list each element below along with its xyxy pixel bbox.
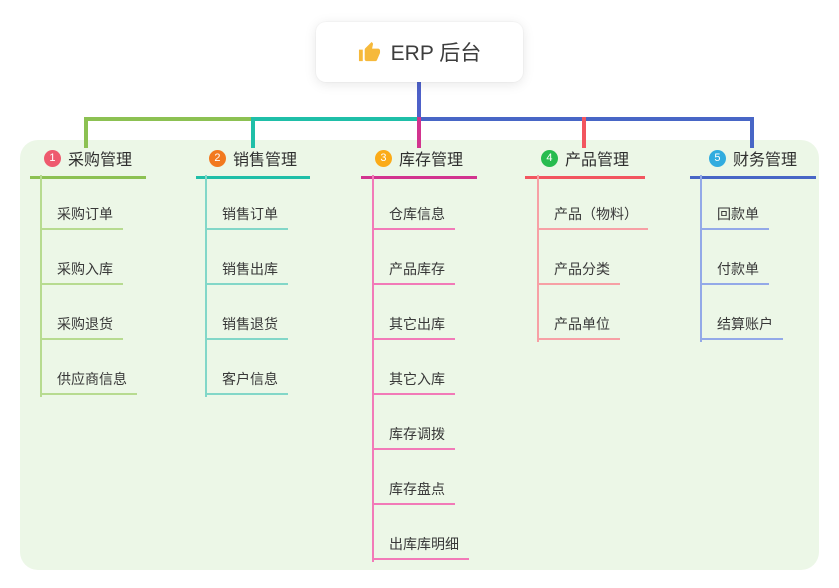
branch-node-purchase[interactable]: 1 采购管理	[30, 146, 146, 179]
branch-label: 产品管理	[564, 152, 629, 169]
child-connector-line	[700, 175, 702, 342]
branch-node-sales[interactable]: 2 销售管理	[196, 146, 310, 179]
branch-label: 库存管理	[398, 152, 463, 169]
child-node[interactable]: 产品单位	[537, 314, 620, 340]
child-node[interactable]: 客户信息	[205, 369, 288, 395]
branch-number-badge: 3	[374, 149, 392, 167]
branch-number-badge: 1	[43, 149, 61, 167]
child-node[interactable]: 结算账户	[700, 314, 783, 340]
child-node[interactable]: 库存调拨	[372, 424, 455, 450]
branch-node-finance[interactable]: 5 财务管理	[690, 146, 816, 179]
child-node[interactable]: 采购退货	[40, 314, 123, 340]
child-connector-line	[537, 175, 539, 342]
root-node[interactable]: ERP 后台	[316, 22, 523, 82]
child-node[interactable]: 产品分类	[537, 259, 620, 285]
child-node[interactable]: 其它出库	[372, 314, 455, 340]
child-node[interactable]: 仓库信息	[372, 204, 455, 230]
branch-label: 销售管理	[232, 152, 297, 169]
child-connector-line	[372, 175, 374, 562]
child-node[interactable]: 采购入库	[40, 259, 123, 285]
child-node[interactable]: 付款单	[700, 259, 769, 285]
branch-label: 财务管理	[732, 152, 797, 169]
branch-number-badge: 5	[708, 149, 726, 167]
child-node[interactable]: 其它入库	[372, 369, 455, 395]
branch-node-product[interactable]: 4 产品管理	[525, 146, 645, 179]
child-node[interactable]: 销售订单	[205, 204, 288, 230]
child-connector-line	[40, 175, 42, 397]
root-title: ERP 后台	[390, 42, 482, 65]
child-node[interactable]: 库存盘点	[372, 479, 455, 505]
child-node[interactable]: 产品库存	[372, 259, 455, 285]
branches-panel	[20, 140, 819, 570]
child-node[interactable]: 销售出库	[205, 259, 288, 285]
child-connector-line	[205, 175, 207, 397]
branch-label: 采购管理	[67, 152, 132, 169]
branch-number-badge: 2	[208, 149, 226, 167]
child-node[interactable]: 出库库明细	[372, 534, 469, 560]
child-node[interactable]: 采购订单	[40, 204, 123, 230]
child-node[interactable]: 销售退货	[205, 314, 288, 340]
child-node[interactable]: 产品（物料）	[537, 204, 648, 230]
branch-node-inventory[interactable]: 3 库存管理	[361, 146, 477, 179]
branch-number-badge: 4	[540, 149, 558, 167]
child-node[interactable]: 回款单	[700, 204, 769, 230]
child-node[interactable]: 供应商信息	[40, 369, 137, 395]
thumbs-up-icon	[358, 41, 380, 61]
